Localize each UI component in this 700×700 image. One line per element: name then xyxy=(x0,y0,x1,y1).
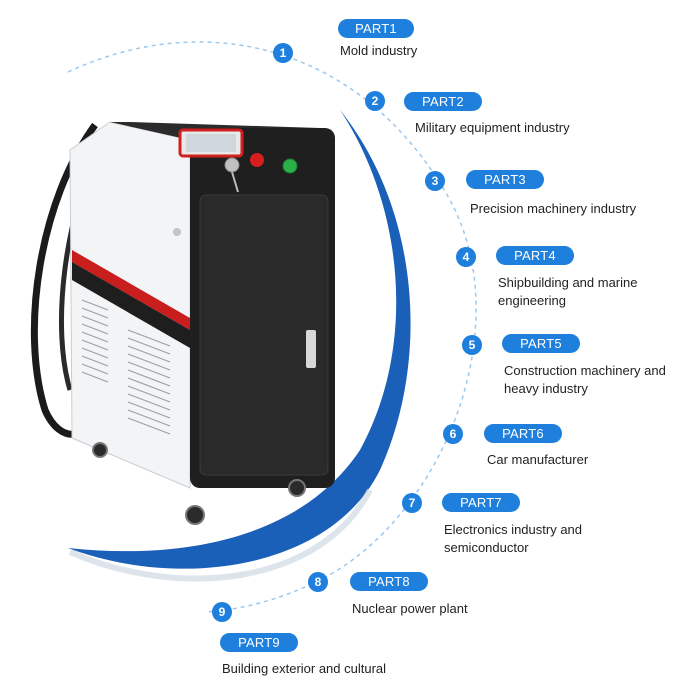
part1-label: Mold industry xyxy=(340,43,418,58)
part1-badge: PART1 xyxy=(338,19,414,38)
part2-label: Military equipment industry xyxy=(415,120,570,135)
marker-1: 1 xyxy=(273,43,293,63)
wheel-back-left xyxy=(92,442,108,458)
marker-9: 9 xyxy=(212,602,232,622)
part6-label: Car manufacturer xyxy=(487,452,589,467)
machine-front-panel xyxy=(199,194,329,476)
part4-badge: PART4 xyxy=(496,246,574,265)
part6-badge: PART6 xyxy=(484,424,562,443)
part3-label: Precision machinery industry xyxy=(470,201,637,216)
part3-badge: PART3 xyxy=(466,170,544,189)
marker-6: 6 xyxy=(443,424,463,444)
part9-badge: PART9 xyxy=(220,633,298,652)
wheel-front-right xyxy=(288,479,306,497)
marker-3-number: 3 xyxy=(432,174,439,188)
side-screw xyxy=(173,228,181,236)
marker-4: 4 xyxy=(456,247,476,267)
key-switch xyxy=(224,157,240,173)
machine-red-stripe xyxy=(72,250,190,330)
part8-label: Nuclear power plant xyxy=(352,601,468,616)
laser-machine-illustration xyxy=(30,121,335,525)
marker-6-number: 6 xyxy=(450,427,457,441)
marker-8: 8 xyxy=(308,572,328,592)
emergency-stop-button xyxy=(250,153,264,167)
screen-display xyxy=(186,134,236,152)
door-handle xyxy=(306,330,316,368)
marker-8-number: 8 xyxy=(315,575,322,589)
marker-2: 2 xyxy=(365,91,385,111)
start-button xyxy=(282,158,298,174)
part2-badge: PART2 xyxy=(404,92,482,111)
key-chain xyxy=(231,171,239,193)
marker-5: 5 xyxy=(462,335,482,355)
part7-badge: PART7 xyxy=(442,493,520,512)
marker-5-number: 5 xyxy=(469,338,476,352)
marker-9-number: 9 xyxy=(219,605,226,619)
marker-4-number: 4 xyxy=(463,250,470,264)
marker-2-number: 2 xyxy=(372,94,379,108)
machine-black-stripe xyxy=(72,262,190,348)
part8-badge: PART8 xyxy=(350,572,428,591)
marker-3: 3 xyxy=(425,171,445,191)
marker-1-number: 1 xyxy=(280,46,287,60)
number-markers: 1 2 3 4 5 6 7 8 9 xyxy=(212,43,482,622)
swoosh-shadow xyxy=(68,488,373,582)
dashed-guide-arc xyxy=(67,41,477,613)
marker-7-number: 7 xyxy=(409,496,416,510)
side-vents xyxy=(81,299,171,435)
wheel-front-left xyxy=(185,505,205,525)
part5-badge: PART5 xyxy=(502,334,580,353)
marker-7: 7 xyxy=(402,493,422,513)
part9-label: Building exterior and cultural xyxy=(222,661,387,676)
